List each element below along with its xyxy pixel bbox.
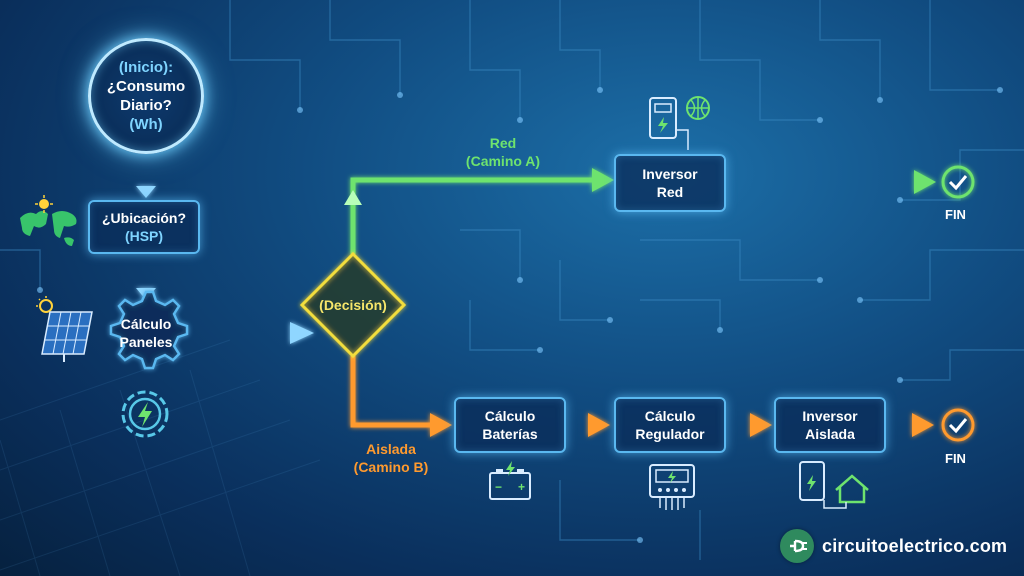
solar-panel-icon xyxy=(36,296,93,362)
calculo-regulador-node: Cálculo Regulador xyxy=(614,397,726,453)
start-node-line2: ¿Consumo xyxy=(106,78,186,95)
background-panel-grid xyxy=(0,339,321,576)
connector-inicio-ubicacion xyxy=(136,155,156,198)
inversor-red-line1: Inversor xyxy=(642,166,698,182)
path-aislada-label: Aislada (Camino B) xyxy=(336,440,446,476)
path-aislada-arrows xyxy=(350,356,934,437)
decision-node-label: (Decisión) xyxy=(319,297,387,313)
path-red-line2: (Camino A) xyxy=(465,153,541,169)
calculo-regulador-line2: Regulador xyxy=(635,426,705,442)
circuit-traces xyxy=(0,0,1024,560)
charge-controller-icon xyxy=(649,464,695,510)
path-aislada-line1: Aislada xyxy=(366,441,416,457)
calculo-baterias-line2: Baterías xyxy=(482,426,538,442)
calculo-paneles-node: Cálculo Paneles xyxy=(104,315,188,351)
calculo-paneles-line1: Cálculo xyxy=(120,316,172,332)
start-node: (Inicio): ¿Consumo Diario? (Wh) xyxy=(88,38,204,154)
decision-node: (Decisión) xyxy=(303,296,403,314)
battery-icon: − + xyxy=(489,461,531,500)
gear-outline-shape xyxy=(109,290,189,370)
connector-paneles-decision xyxy=(188,322,314,344)
path-red-label: Red (Camino A) xyxy=(448,134,558,170)
path-red-line1: Red xyxy=(489,135,517,151)
calculo-baterias-node: Cálculo Baterías xyxy=(454,397,566,453)
svg-text:+: + xyxy=(518,480,525,494)
path-red-arrows xyxy=(344,168,936,254)
world-map-sun-icon xyxy=(20,195,77,246)
inverter-house-icon xyxy=(799,461,869,509)
ubicacion-node-line2: (HSP) xyxy=(124,228,164,244)
end-label-top: FIN xyxy=(945,207,966,222)
ubicacion-node-line1: ¿Ubicación? xyxy=(101,210,186,226)
plug-logo-icon xyxy=(780,529,814,563)
check-circle-icon xyxy=(941,408,975,442)
start-node-line4: (Wh) xyxy=(129,116,163,133)
inversor-aislada-line1: Inversor xyxy=(802,408,858,424)
inversor-red-line2: Red xyxy=(656,184,684,200)
inversor-red-node: Inversor Red xyxy=(614,154,726,212)
inverter-grid-icon xyxy=(649,96,710,150)
start-node-line1: (Inicio): xyxy=(118,59,174,76)
circuit-nodes xyxy=(37,87,1003,543)
ubicacion-node: ¿Ubicación? (HSP) xyxy=(88,200,200,254)
check-circle-icon xyxy=(941,165,975,199)
svg-text:−: − xyxy=(495,480,502,494)
end-label-bottom: FIN xyxy=(945,451,966,466)
brand-watermark: circuitoelectrico.com xyxy=(780,528,1007,564)
calculo-paneles-line2: Paneles xyxy=(119,334,173,350)
inversor-aislada-node: Inversor Aislada xyxy=(774,397,886,453)
inversor-aislada-line2: Aislada xyxy=(805,426,855,442)
brand-text: circuitoelectrico.com xyxy=(822,535,1008,556)
start-node-line3: Diario? xyxy=(120,97,172,114)
gear-bolt-icon xyxy=(121,390,169,438)
decision-diamond-shape xyxy=(299,251,407,359)
calculo-baterias-line1: Cálculo xyxy=(484,408,536,424)
path-aislada-line2: (Camino B) xyxy=(353,459,429,475)
calculo-regulador-line1: Cálculo xyxy=(644,408,696,424)
